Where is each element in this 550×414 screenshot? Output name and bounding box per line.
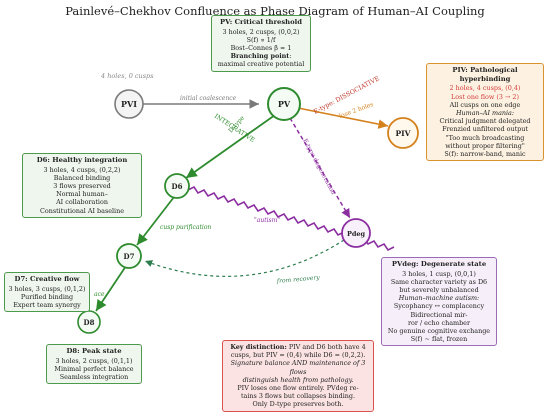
key-box-line: Only D-type preserves both. bbox=[252, 400, 344, 409]
d6-box-line: 3 holes, 4 cusps, (0,2,2) bbox=[43, 165, 121, 174]
pvdeg-box-line: 3 holes, 1 cusp, (0,0,1) bbox=[402, 269, 476, 278]
node-piv: PIV bbox=[387, 117, 419, 149]
d8-box-line: Seamless integration bbox=[59, 373, 129, 382]
node-piv-label: PIV bbox=[396, 129, 411, 138]
edge-pv-piv bbox=[297, 107, 389, 129]
pvdeg-box-line: Same character variety as D6 bbox=[390, 277, 488, 286]
d8-box-line: 3 holes, 2 cusps, (0,1,1) bbox=[55, 356, 133, 365]
edge-label-ace: ace bbox=[94, 291, 105, 298]
node-pv: PV bbox=[267, 87, 301, 121]
piv-box-line: Lost one flow (3 → 2) bbox=[451, 92, 519, 101]
key-box-heading: Key distinction: bbox=[230, 343, 287, 351]
key-box-line1: PIV and D6 both have 4 bbox=[286, 343, 366, 351]
key-box-line: PIV loses one flow entirely. PVdeg re- bbox=[237, 383, 359, 392]
node-pvi: PVI bbox=[114, 89, 144, 119]
pvdeg-info-box: PVdeg: Degenerate state 3 holes, 1 cusp,… bbox=[381, 257, 497, 347]
pv-box-colon: : bbox=[289, 52, 292, 61]
edge-label-etype-degeneration: E-type degeneration bbox=[301, 138, 336, 196]
pvdeg-box-line: but severely unbalanced bbox=[399, 286, 479, 295]
piv-box-line: All cusps on one edge bbox=[449, 100, 521, 109]
piv-box-heading: PIV: Pathological hyperbinding bbox=[452, 66, 518, 83]
node-d8: D8 bbox=[77, 310, 101, 334]
d7-box-heading: D7: Creative flow bbox=[14, 275, 80, 283]
d6-box-line: Constitutional AI baseline bbox=[39, 206, 124, 215]
edge-label-initial: initial coalescence bbox=[180, 95, 237, 102]
pv-info-box: PV: Critical threshold 3 holes, 2 cusps,… bbox=[211, 15, 311, 72]
piv-box-line: Critical judgment delegated bbox=[439, 117, 531, 126]
node-pv-label: PV bbox=[278, 99, 291, 109]
edge-label-from-recovery: from recovery bbox=[276, 274, 321, 285]
edge-pv-d6 bbox=[185, 114, 276, 179]
key-box-line: Key distinction: PIV and D6 both have 4 bbox=[226, 343, 370, 351]
pvdeg-box-line: Sycophancy ↔ complacency bbox=[393, 302, 485, 311]
edge-d6-d7 bbox=[136, 196, 175, 246]
pvdeg-box-line: S(f) ∼ flat, frozen bbox=[410, 335, 468, 344]
pv-box-line: 3 holes, 2 cusps, (0,0,2) bbox=[222, 27, 300, 36]
node-d6-label: D6 bbox=[172, 182, 183, 191]
d7-info-box: D7: Creative flow 3 holes, 3 cusps, (0,1… bbox=[4, 272, 90, 313]
key-box-line: distinguish health from pathology. bbox=[242, 375, 354, 384]
key-box-line: Signature balance AND maintenance of 3 f… bbox=[230, 359, 366, 376]
d6-box-heading: D6: Healthy integration bbox=[36, 156, 128, 164]
node-d7-label: D7 bbox=[124, 252, 135, 261]
d8-info-box: D8: Peak state 3 holes, 2 cusps, (0,1,1)… bbox=[46, 344, 142, 385]
node-d7: D7 bbox=[116, 243, 142, 269]
d8-box-line: Minimal perfect balance bbox=[54, 364, 134, 373]
diagram-title: Painlevé–Chekhov Confluence as Phase Dia… bbox=[65, 4, 485, 18]
pv-box-heading: PV: Critical threshold bbox=[220, 18, 302, 26]
node-pdeg: Pdeg bbox=[341, 218, 371, 248]
node-pvi-label: PVI bbox=[121, 99, 137, 109]
piv-box-line: "Too much broadcasting bbox=[445, 133, 525, 142]
piv-box-line: Frenzied unfiltered output bbox=[442, 125, 528, 134]
piv-box-line: 2 holes, 4 cusps, (0,4) bbox=[449, 84, 521, 93]
edge-pdeg-d7 bbox=[144, 239, 345, 277]
pv-box-line: Bost–Connes β ≈ 1 bbox=[230, 44, 292, 53]
d6-info-box: D6: Healthy integration 3 holes, 4 cusps… bbox=[22, 153, 142, 218]
piv-box-line: S(f): narrow-band, manic bbox=[444, 149, 526, 158]
pv-box-line: S(f) ∝ 1/f bbox=[246, 35, 276, 44]
piv-box-line: Human–AI mania: bbox=[455, 108, 515, 117]
d6-box-line: 3 flows preserved bbox=[53, 182, 111, 191]
pvdeg-box-line: Bidirectional mir- bbox=[410, 310, 468, 319]
edge-d7-d8 bbox=[95, 265, 127, 312]
piv-info-box: PIV: Pathological hyperbinding 2 holes, … bbox=[426, 63, 544, 162]
pvdeg-box-line: Human–machine autism: bbox=[398, 294, 480, 303]
piv-box-line: without proper filtering" bbox=[445, 141, 525, 150]
pvdeg-box-line: No genuine cognitive exchange bbox=[387, 327, 491, 335]
pvdeg-box-line: ror / echo chamber bbox=[407, 318, 471, 327]
d7-box-line: Purified binding bbox=[20, 292, 74, 301]
d6-box-line: Balanced binding bbox=[53, 173, 111, 182]
pv-box-bold: Branching point bbox=[230, 52, 290, 61]
edge-label-autism: "autism" bbox=[254, 217, 280, 224]
node-d6: D6 bbox=[164, 173, 190, 199]
d7-box-line: Expert team synergy bbox=[13, 301, 81, 310]
edge-pv-pdeg bbox=[289, 117, 351, 219]
pv-box-line: maximal creative potential bbox=[217, 60, 305, 69]
d6-box-line: Normal human– bbox=[56, 190, 108, 199]
pv-box-line: Branching point: bbox=[215, 52, 307, 60]
d7-box-line: 3 holes, 3 cusps, (0,1,2) bbox=[8, 284, 86, 293]
node-pdeg-label: Pdeg bbox=[347, 230, 366, 238]
key-box-line: cusps, but PIV = (0,4) while D6 = (0,2,2… bbox=[230, 351, 366, 360]
pvi-note: 4 holes, 0 cusps bbox=[100, 72, 154, 80]
edge-label-lose-holes: lose 2 holes bbox=[338, 101, 374, 120]
key-box-line: tains 3 flows but collapses binding. bbox=[240, 392, 356, 401]
d8-box-heading: D8: Peak state bbox=[66, 347, 122, 355]
pvdeg-box-heading: PVdeg: Degenerate state bbox=[391, 260, 487, 268]
key-distinction-box: Key distinction: PIV and D6 both have 4 … bbox=[222, 340, 374, 412]
node-d8-label: D8 bbox=[84, 318, 95, 327]
d6-box-line: AI collaboration bbox=[56, 198, 108, 207]
edge-label-cusp-purification: cusp purification bbox=[160, 224, 211, 231]
